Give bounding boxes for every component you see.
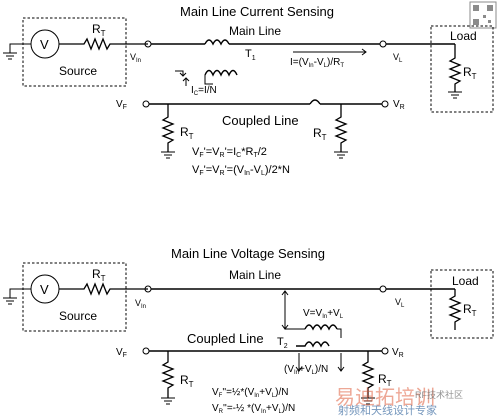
top-ic-equation: IC=I/N [191, 85, 217, 97]
top-main-line-loop [204, 39, 230, 46]
top-source-resistor [59, 37, 148, 51]
top-t1-label: T1 [245, 48, 256, 62]
bottom-vl-port [379, 285, 387, 293]
bottom-title: Main Line Voltage Sensing [171, 246, 325, 261]
bottom-right-shunt-rt: RT [378, 372, 392, 388]
bottom-coupled-line-label: Coupled Line [187, 331, 264, 346]
watermark-main: 易迪拓培训 [335, 386, 435, 409]
bottom-eq1: VF''=½*(VIn+VL)/N [212, 387, 288, 399]
top-title: Main Line Current Sensing [180, 4, 334, 19]
bottom-source-ground-wire [9, 288, 31, 298]
bottom-load-rt: RT [463, 302, 477, 318]
top-vr-port [381, 100, 389, 108]
watermark-sub: 射频和天线设计专家 [338, 403, 437, 417]
bottom-right-shunt-ground-icon [361, 397, 375, 405]
top-vf-port [142, 100, 150, 108]
bottom-t2-label: T2 [277, 336, 288, 350]
top-current-arrow [293, 48, 367, 56]
top-left-shunt-rt: RT [180, 125, 194, 141]
top-vl-label: VL [393, 52, 403, 64]
top-coupled-line-hop [309, 99, 321, 105]
top-main-line-label: Main Line [229, 24, 281, 38]
top-vf-label: VF [116, 99, 127, 111]
bottom-vn-arrow-right [337, 353, 345, 372]
top-left-shunt-resistor [161, 104, 175, 152]
top-eq1: VF'=VR'=IC*RT/2 [192, 146, 267, 159]
top-coupled-line-label: Coupled Line [222, 113, 299, 128]
top-load-box [430, 25, 494, 113]
bottom-load-box [430, 269, 494, 339]
bottom-source-label: Source [59, 309, 97, 323]
top-right-shunt-ground-icon [334, 151, 348, 159]
top-ic-arrow [175, 70, 187, 77]
bottom-t2-wire-right [337, 328, 342, 338]
top-ic-arrow-up [182, 77, 190, 86]
bottom-source-symbol: V [40, 282, 49, 297]
top-vl-port [379, 40, 387, 48]
bottom-voltage-equation: V=VIn+VL [303, 308, 344, 320]
top-load-ground-icon [448, 91, 462, 99]
bottom-vf-port [142, 347, 150, 355]
top-load-label: Load [450, 29, 477, 43]
bottom-left-shunt-rt: RT [180, 373, 194, 389]
bottom-load-label: Load [452, 274, 479, 288]
qr-code-icon [469, 1, 497, 29]
top-t1-coil [204, 69, 238, 77]
bottom-source-box [22, 262, 127, 332]
bottom-eq2: VR''=-½ *(VIn+VL)/N [212, 403, 295, 415]
top-vr-label: VR [393, 99, 405, 111]
top-source-symbol: V [40, 37, 49, 52]
bottom-source-rt: RT [92, 267, 106, 283]
bottom-vf-label: VF [116, 347, 127, 359]
top-right-shunt-resistor [334, 104, 348, 152]
top-source-ground-wire [9, 43, 31, 53]
top-vin-label: VIn [130, 52, 141, 64]
top-eq2: VF'=VR'=(VIn-VL)/2*N [192, 164, 290, 177]
bottom-main-line-label: Main Line [229, 268, 281, 282]
bottom-load-resistor [448, 289, 462, 330]
bottom-vr-label: VR [392, 347, 404, 359]
bottom-vin-label: VIn [135, 298, 146, 310]
top-right-shunt-rt: RT [313, 126, 327, 142]
bottom-vn-arrow-left [295, 353, 303, 372]
top-source-label: Source [59, 64, 97, 78]
bottom-vn-equation: (VIn+VL)/N [284, 364, 328, 376]
top-source-ground-icon [3, 52, 17, 60]
bottom-source-ground-icon [3, 297, 17, 305]
bottom-vl-label: VL [395, 297, 405, 309]
bottom-left-shunt-ground-icon [161, 397, 175, 405]
watermark-corner: RF技术社区 [415, 389, 463, 400]
top-current-equation: I=(VIn-VL)/RT [290, 57, 344, 69]
bottom-voltage-arrow [281, 290, 289, 330]
bottom-vr-port [381, 347, 389, 355]
bottom-t2-coil-bottom [296, 341, 330, 348]
bottom-source-resistor [59, 282, 148, 296]
top-t1-wire [204, 75, 213, 85]
bottom-left-shunt-resistor [161, 351, 175, 398]
top-source-box [22, 17, 127, 87]
top-left-shunt-ground-icon [161, 151, 175, 159]
top-load-rt: RT [463, 65, 477, 81]
bottom-t2-coil-top [304, 324, 338, 331]
top-load-resistor [448, 44, 462, 92]
bottom-right-shunt-resistor [361, 351, 375, 398]
top-source-rt: RT [92, 22, 106, 38]
